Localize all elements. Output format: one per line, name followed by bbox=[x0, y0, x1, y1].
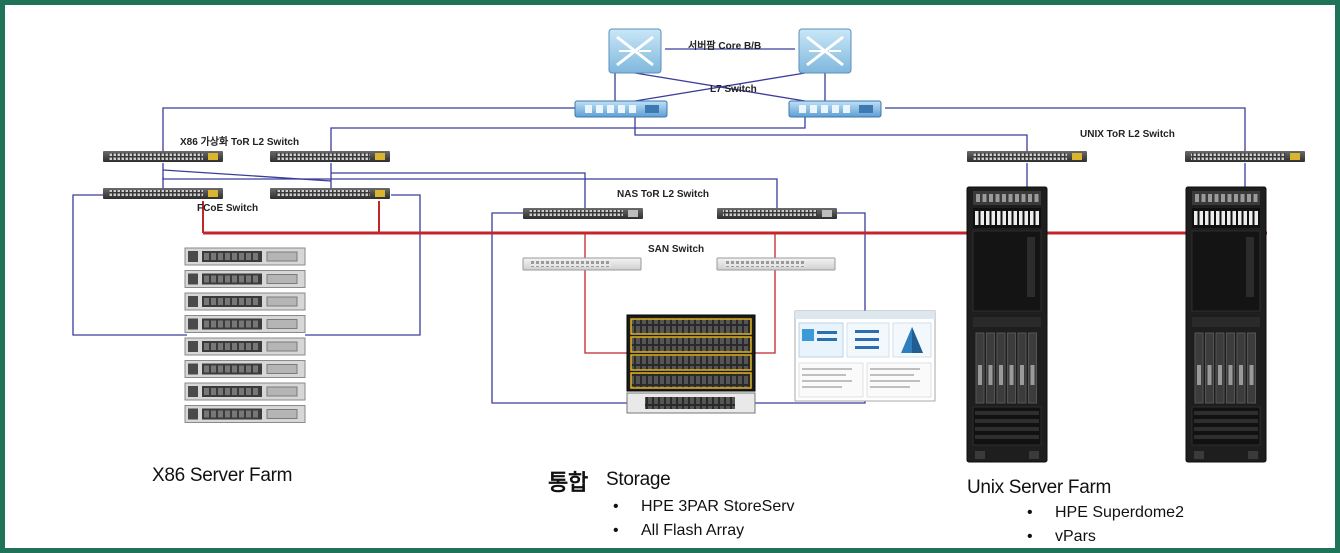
x86-tor-switch-1 bbox=[103, 151, 223, 162]
unix-tor-switch-2 bbox=[1185, 151, 1305, 162]
link-l7-left-x86 bbox=[162, 107, 575, 151]
link-l7-right-unix bbox=[885, 107, 1246, 151]
nas-tor-switch-label: NAS ToR L2 Switch bbox=[617, 189, 710, 200]
link-fcoe-server-left bbox=[72, 194, 187, 336]
link-tor-nas-2 bbox=[162, 177, 778, 208]
l7-switch-right bbox=[788, 100, 882, 118]
unix-item: vPars bbox=[1027, 528, 1096, 546]
ethernet-links bbox=[72, 48, 1246, 404]
link-l7-right-x86 bbox=[330, 115, 806, 151]
link-tor-nas-1 bbox=[331, 172, 586, 208]
link-core-cross-b bbox=[634, 72, 806, 102]
storage-array bbox=[626, 314, 756, 414]
fcoe-switch-label: FCoE Switch bbox=[197, 203, 259, 214]
x86-server bbox=[184, 382, 306, 401]
unix-rack-1 bbox=[966, 186, 1048, 463]
network-diagram bbox=[72, 28, 1305, 463]
unix-server-farm-title: Unix Server Farm bbox=[967, 477, 1112, 498]
x86-server bbox=[184, 337, 306, 356]
fcoe-switch-2 bbox=[270, 188, 390, 199]
san-switch-1 bbox=[522, 257, 642, 271]
x86-server bbox=[184, 315, 306, 333]
link-nas-storage-right bbox=[753, 212, 866, 404]
management-console-thumbnail bbox=[794, 310, 936, 402]
core-router-right bbox=[798, 28, 852, 74]
unix-tor-switch-1 bbox=[967, 151, 1087, 162]
x86-server-farm-title: X86 Server Farm bbox=[152, 465, 293, 486]
link-l7-left-unix bbox=[634, 115, 1028, 151]
x86-server bbox=[184, 360, 306, 378]
x86-server bbox=[184, 292, 306, 311]
nas-tor-switch-2 bbox=[717, 208, 837, 219]
l7-switch-left bbox=[574, 100, 668, 118]
unix-item: HPE Superdome2 bbox=[1027, 504, 1184, 522]
san-switch-2 bbox=[716, 257, 836, 271]
x86-tor-switch-label: X86 가상화 ToR L2 Switch bbox=[180, 137, 300, 148]
fc-links bbox=[202, 201, 1267, 354]
core-backbone-label: 서버팜 Core B/B bbox=[688, 41, 762, 52]
nas-tor-switch-1 bbox=[523, 208, 643, 219]
link-san-storage-right bbox=[753, 270, 776, 354]
unix-tor-switch-label: UNIX ToR L2 Switch bbox=[1080, 129, 1175, 140]
x86-tor-switch-2 bbox=[270, 151, 390, 162]
storage-item: HPE 3PAR StoreServ bbox=[613, 498, 794, 516]
x86-server-stack bbox=[184, 247, 306, 423]
unix-rack-2 bbox=[1185, 186, 1267, 463]
fcoe-switch-1 bbox=[103, 188, 223, 199]
x86-server bbox=[184, 247, 306, 266]
link-fcoe-server-right bbox=[305, 194, 421, 336]
link-nas-storage-left bbox=[491, 212, 629, 404]
l7-switch-label: L7 Switch bbox=[710, 84, 757, 95]
storage-title: Storage bbox=[606, 469, 671, 490]
x86-server bbox=[184, 405, 306, 423]
storage-item: All Flash Array bbox=[613, 522, 744, 540]
core-router-left bbox=[608, 28, 662, 74]
san-switch-label: SAN Switch bbox=[648, 244, 705, 255]
link-san-storage-left bbox=[584, 270, 629, 354]
x86-server bbox=[184, 270, 306, 288]
storage-title-korean: 통합 bbox=[548, 470, 588, 495]
